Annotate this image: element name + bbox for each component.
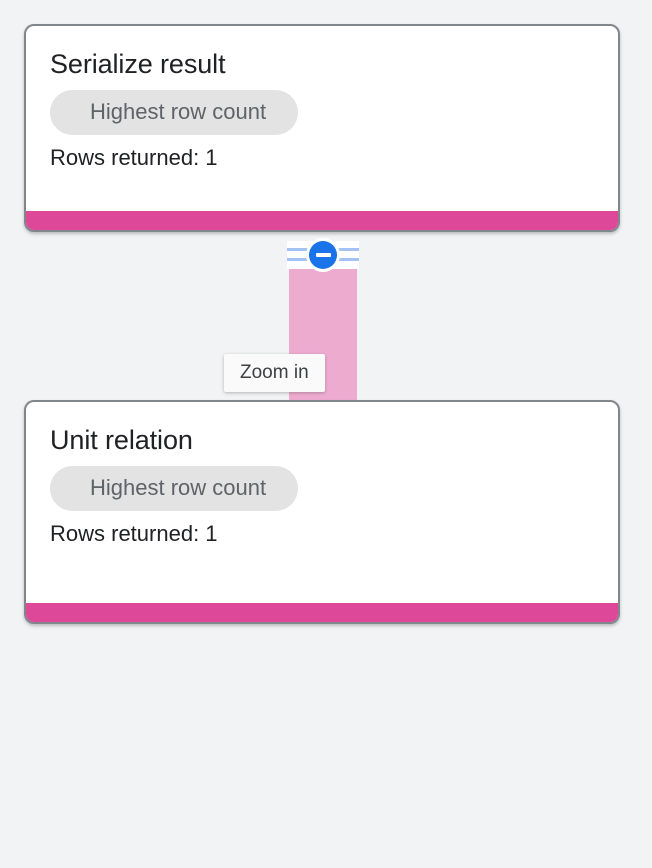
zoom-in-minus-circle-icon[interactable] (309, 241, 337, 269)
node-badge-row: Highest row count (50, 90, 594, 135)
zoom-in-control[interactable] (287, 238, 359, 272)
node-accent-footer-bar (26, 603, 618, 622)
rows-returned-text: Rows returned: 1 (50, 145, 218, 170)
node-accent-footer-bar (26, 211, 618, 230)
status-badge: Highest row count (50, 466, 299, 511)
zoom-in-tooltip: Zoom in (224, 354, 325, 392)
node-card-body: Serialize result Highest row count Rows … (26, 26, 618, 172)
node-badge-row: Highest row count (50, 466, 594, 511)
node-title: Serialize result (50, 49, 226, 79)
graph-node-card[interactable]: Serialize result Highest row count Rows … (24, 24, 620, 232)
node-title: Unit relation (50, 425, 193, 455)
status-badge: Highest row count (50, 90, 299, 135)
rows-returned-text: Rows returned: 1 (50, 521, 218, 546)
graph-node-card[interactable]: Unit relation Highest row count Rows ret… (24, 400, 620, 624)
minus-glyph-icon (315, 253, 331, 257)
node-card-body: Unit relation Highest row count Rows ret… (26, 402, 618, 548)
zoom-in-button[interactable] (306, 238, 340, 272)
